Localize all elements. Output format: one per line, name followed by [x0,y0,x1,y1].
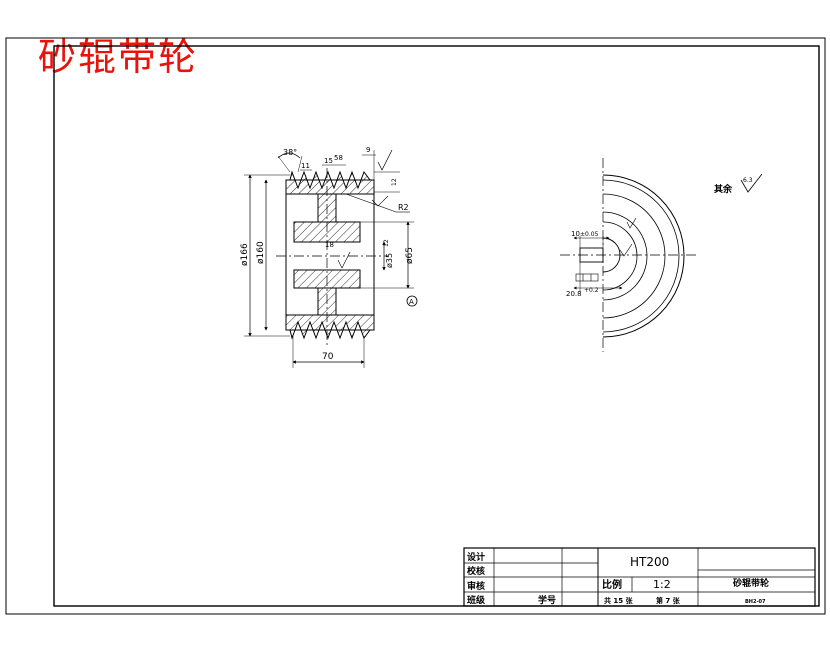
roughness-general-icon [740,173,763,193]
dim-11: 11 [301,162,310,170]
dim-d65: ø65 [405,247,415,264]
tb-part-name: 砂辊带轮 [733,577,769,589]
pulley-outline [285,179,375,331]
bore-circle [602,237,621,273]
outer-circle [602,174,685,338]
angle-arc [277,152,301,159]
tolerance-frame [575,273,599,282]
tb-row-check: 校核 [467,565,485,577]
key-depth-tolerance: +0.2 [584,287,599,294]
roughness-mark-icon [377,149,393,171]
keyway-tolerance: ±0.05 [580,231,599,238]
dim-9: 9 [366,146,370,154]
key-depth: 20.8 [566,290,582,298]
dim-radius: R2 [398,203,409,212]
web-circle [602,211,648,301]
tb-row-design: 设计 [467,551,485,563]
dim-15: 15 [324,157,333,165]
drawing-title: 砂辊带轮 [38,35,199,79]
tb-scale-label: 比例 [602,578,622,591]
keyway-width: 10 [571,230,580,238]
dim-bore: ø35 [385,253,394,268]
dim-width: 70 [322,352,334,362]
tb-total-sheets: 共 15 张 [604,596,634,605]
roughness-mark-icon [371,195,389,207]
tb-row-review: 审核 [467,580,485,592]
outer-border [5,37,826,615]
rough-value: 6.3 [743,177,753,184]
dim-d160: ø160 [256,241,266,264]
pulley-section-view: ø166 ø160 ø65 ø35 12 18 A 70 38° 11 15 5… [240,146,418,368]
roughness-mark-icon [337,251,351,269]
top-rim-section [285,170,375,195]
tb-student-no: 学号 [538,594,556,606]
ext-line [297,155,303,173]
inner-border [53,45,820,607]
title-block: 设计 校核 审核 班级 学号 HT200 比例 1:2 砂辊带轮 共 15 张 … [463,547,816,607]
groove-circle-1 [602,179,680,333]
dim-58: 58 [334,154,343,162]
datum-circle [406,295,418,307]
tb-row-class: 班级 [467,594,486,606]
bottom-rim-section [285,314,375,340]
datum-a: A [409,298,414,306]
ext-line [277,155,291,173]
tb-sheet-no: 第 7 张 [656,596,681,605]
keyway [579,247,604,263]
dim-bore-tol: 12 [383,239,390,247]
leader-line [345,193,397,213]
tb-drawing-no: BH2-07 [745,599,766,605]
rough-note: 其余 [714,183,733,195]
pulley-end-view: 10 ±0.05 20.8 +0.2 其余 6.3 [560,158,763,352]
tb-scale-value: 1:2 [653,578,671,591]
groove-circle-2 [602,193,666,319]
dim-12-right: 12 [391,178,398,186]
dim-18: 18 [325,241,334,249]
dim-d166: ø166 [240,243,250,266]
roughness-mark-icon [619,243,633,257]
roughness-mark-icon [626,217,637,229]
tb-material: HT200 [630,555,669,569]
dim-angle: 38° [283,148,297,157]
